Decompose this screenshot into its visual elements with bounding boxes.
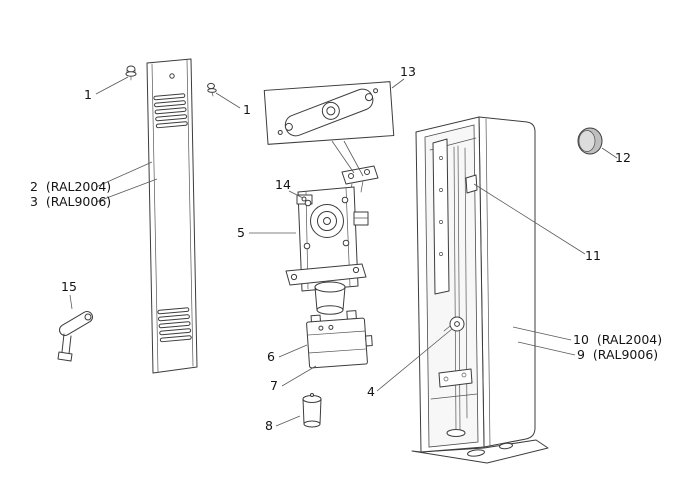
part-labels: 1 1 2 (RAL2004) 3 (RAL9006) 15 5 14 13 6… [30,64,662,433]
part-label-10: 10 (RAL2004) [573,332,662,347]
cabinet-body-drawing [411,116,549,464]
drive-unit-assembly-drawing [285,165,379,315]
part-label-9: 9 (RAL9006) [577,347,658,362]
capacitor-drawing [302,393,322,428]
part-label-7: 7 [270,378,278,393]
part-label-1b: 1 [243,102,251,117]
screw-top-right-drawing [207,82,217,97]
screw-top-left-drawing [125,65,137,81]
arm-flange-box-drawing [263,81,395,145]
part-label-12: 12 [615,150,631,165]
part-label-8: 8 [265,418,273,433]
release-key-drawing [57,311,93,362]
part-label-5: 5 [237,225,245,240]
part-label-11: 11 [585,248,601,263]
part-label-15: 15 [61,279,77,294]
part-label-13: 13 [400,64,416,79]
part-label-4: 4 [367,384,375,399]
part-label-14: 14 [275,177,291,192]
gearmotor-box-drawing [306,310,373,369]
tensioner-4-drawing [443,316,465,332]
part-label-2: 2 (RAL2004) [30,179,111,194]
door-panel-drawing [146,58,198,374]
leader-lines [69,76,618,427]
part-label-6: 6 [267,349,275,364]
part-label-3: 3 (RAL9006) [30,194,111,209]
part-label-1a: 1 [84,87,92,102]
inner-bracket-11-drawing [465,174,478,194]
end-cap-drawing [577,127,603,155]
